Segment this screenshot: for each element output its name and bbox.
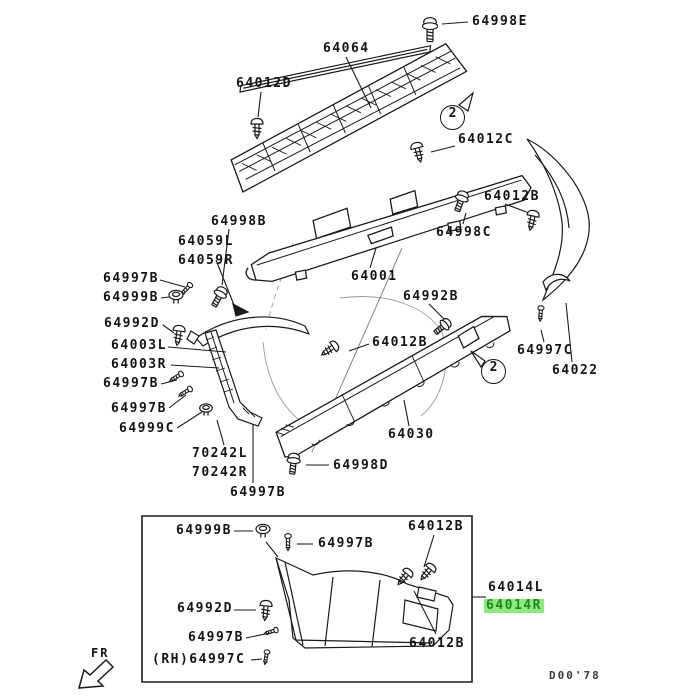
part-label-64997c-rh: (RH)64997C [152,652,246,667]
part-label-64014l: 64014L [488,580,544,595]
part-label-64012d: 64012D [236,76,292,91]
part-label-70242l: 70242L [192,446,248,461]
part-label-70242r: 70242R [192,465,248,480]
fr-orientation-label: FR [91,646,110,660]
fender-extension-64022-drawing [527,139,589,300]
push-clip-icon [409,140,428,165]
part-label-64998b: 64998B [211,214,267,229]
part-label-64997b: 64997B [230,485,286,500]
grille-64064-drawing [225,41,469,192]
part-label-64064: 64064 [323,41,370,56]
part-label-64012b: 64012B [409,636,465,651]
part-label-64001: 64001 [351,269,398,284]
part-label-64999b: 64999B [176,523,232,538]
push-clip-icon [523,208,541,233]
strip-64003-drawing [205,330,262,426]
bolt-icon [207,283,231,310]
leader-lines [160,22,572,660]
push-clip-icon [317,338,342,361]
part-label-64014r-highlighted[interactable]: 64014R [484,598,544,613]
part-label-64022: 64022 [552,363,599,378]
part-label-64012b: 64012B [372,335,428,350]
part-label-64003r: 64003R [111,357,167,372]
part-label-64030: 64030 [388,427,435,442]
push-clip-icon [250,117,264,140]
part-label-64999b: 64999B [103,290,159,305]
part-label-64059l: 64059L [178,234,234,249]
quantity-callout-circle: 2 [481,359,506,384]
drawing-code: D00'78 [549,669,601,682]
grille-top-strip-drawing [239,46,432,92]
part-label-64998d: 64998D [333,458,389,473]
part-label-64997b: 64997B [188,630,244,645]
reinforcement-64001-drawing [237,155,538,295]
part-label-64997b: 64997B [103,376,159,391]
part-label-64012b: 64012B [408,519,464,534]
part-label-64992b: 64992B [403,289,459,304]
part-label-64992d: 64992D [104,316,160,331]
part-label-64012c: 64012C [458,132,514,147]
quantity-callout-circle: 2 [440,105,465,130]
grommet-icon [199,403,213,417]
sill-panel-64030-drawing [271,306,518,461]
front-direction-arrow-icon [79,660,113,688]
part-label-64059r: 64059R [178,253,234,268]
part-label-64997b: 64997B [103,271,159,286]
screw-pin-icon [536,305,545,322]
part-label-64012b: 64012B [484,189,540,204]
part-label-64003l: 64003L [111,338,167,353]
part-label-64992d: 64992D [177,601,233,616]
support-arm-drawing [187,304,309,346]
push-clip-icon [170,324,187,347]
part-label-64997b: 64997B [318,536,374,551]
part-label-64997c: 64997C [517,343,573,358]
callout-pointers [459,93,485,367]
part-label-64998e: 64998E [472,14,528,29]
part-label-64998c: 64998C [436,225,492,240]
grommet-icon [168,289,184,305]
screw-pin-icon [176,384,195,400]
part-label-64999c: 64999C [119,421,175,436]
corner-panel-64014-drawing [276,558,453,648]
bolt-icon [421,16,439,43]
part-label-64997b: 64997B [111,401,167,416]
